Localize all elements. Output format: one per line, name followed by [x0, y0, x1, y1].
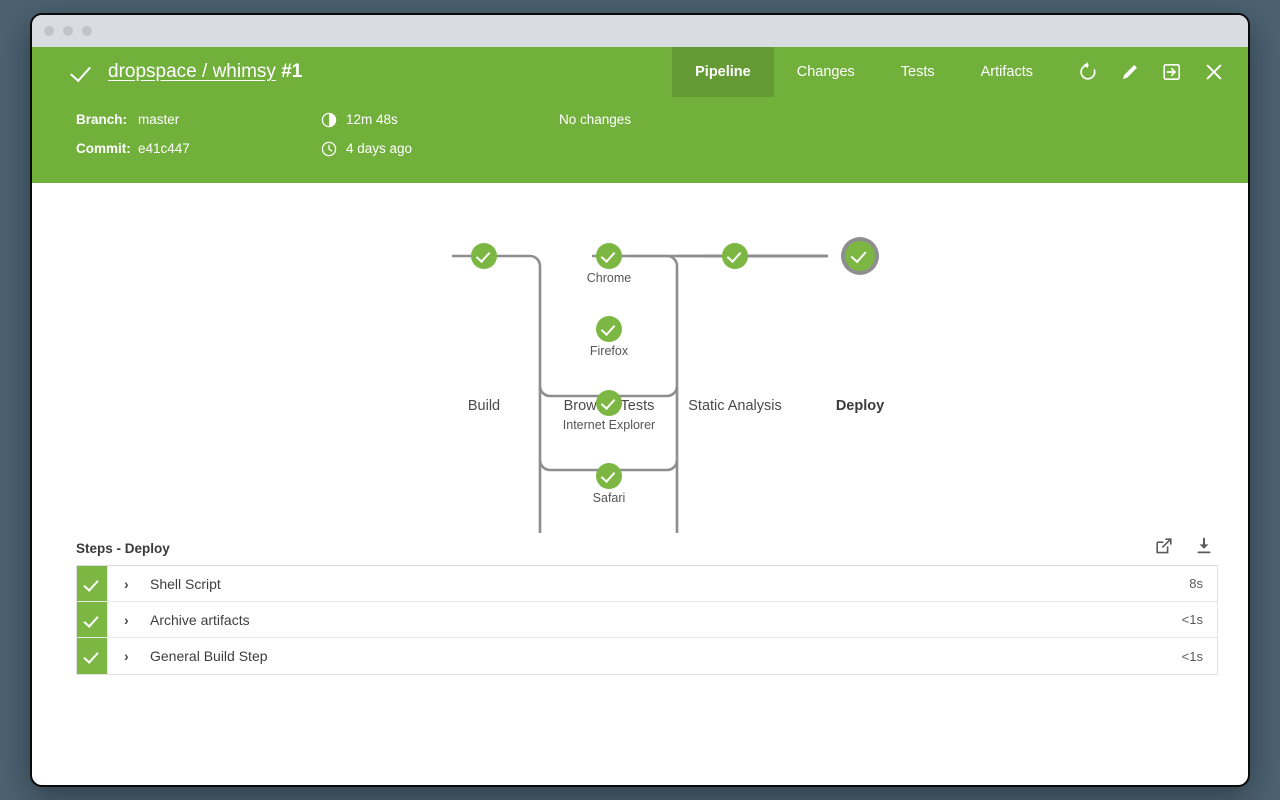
clock-icon: [321, 141, 337, 157]
branch-node-safari[interactable]: [596, 463, 622, 489]
commit-label: Commit:: [76, 141, 131, 156]
pipeline-connectors: [452, 254, 828, 533]
download-icon[interactable]: [1194, 536, 1214, 556]
table-row[interactable]: › General Build Step <1s: [77, 638, 1217, 674]
edit-icon[interactable]: [1118, 60, 1142, 84]
branch-label-safari[interactable]: Safari: [592, 491, 626, 505]
build-meta: Branch: master 12m 48s No changes Commit…: [32, 97, 1248, 183]
tab-artifacts[interactable]: Artifacts: [980, 64, 1033, 80]
window-minimize-dot[interactable]: [63, 26, 73, 36]
build-number: #1: [281, 61, 303, 82]
step-body[interactable]: › Shell Script 8s: [107, 566, 1217, 601]
table-row[interactable]: › Archive artifacts <1s: [77, 602, 1217, 638]
branch-label-chrome[interactable]: Chrome: [586, 271, 632, 285]
step-name: General Build Step: [150, 648, 268, 664]
step-body[interactable]: › Archive artifacts <1s: [107, 602, 1217, 637]
window-titlebar: [32, 15, 1248, 47]
step-status-check-icon: [77, 566, 107, 601]
page-title[interactable]: dropspace / whimsy #1: [108, 61, 302, 83]
step-duration: 8s: [1189, 576, 1203, 591]
step-body[interactable]: › General Build Step <1s: [107, 638, 1217, 674]
window-maximize-dot[interactable]: [82, 26, 92, 36]
changes-summary: No changes: [559, 112, 632, 127]
step-duration: <1s: [1181, 612, 1203, 627]
table-row[interactable]: › Shell Script 8s: [77, 566, 1217, 602]
branch-label-internet-explorer[interactable]: Internet Explorer: [562, 418, 656, 432]
build-duration: 12m 48s: [321, 112, 559, 128]
tab-tests[interactable]: Tests: [900, 64, 935, 80]
external-link-icon[interactable]: [1154, 536, 1174, 556]
steps-header: Steps - Deploy: [76, 536, 1218, 565]
window-close-dot[interactable]: [44, 26, 54, 36]
stage-label-build[interactable]: Build: [467, 398, 501, 414]
branch-value: master: [138, 112, 180, 127]
stage-node-browser-tests[interactable]: [596, 243, 622, 269]
branch-label: Branch:: [76, 112, 128, 127]
chevron-right-icon[interactable]: ›: [124, 611, 129, 628]
steps-list: › Shell Script 8s › Archive artifacts <1…: [76, 565, 1218, 675]
meta-row-branch: Branch: master 12m 48s No changes: [76, 105, 1248, 134]
step-duration: <1s: [1181, 648, 1203, 664]
rerun-icon[interactable]: [1076, 60, 1100, 84]
half-clock-icon: [321, 112, 337, 128]
branch-label-firefox[interactable]: Firefox: [589, 344, 629, 358]
branch-node-internet-explorer[interactable]: [596, 390, 622, 416]
login-icon[interactable]: [1160, 60, 1184, 84]
pipeline-graph: Build Browser Tests Static Analysis Depl…: [32, 183, 1248, 533]
chevron-right-icon[interactable]: ›: [124, 575, 129, 592]
steps-title: Steps - Deploy: [76, 541, 170, 556]
check-icon: [72, 61, 94, 83]
stage-label-deploy[interactable]: Deploy: [835, 398, 885, 414]
build-age: 4 days ago: [321, 141, 559, 157]
stage-label-static-analysis[interactable]: Static Analysis: [688, 398, 782, 414]
tab-changes[interactable]: Changes: [796, 64, 855, 80]
build-title: dropspace / whimsy #1: [32, 47, 672, 97]
commit-value[interactable]: e41c447: [138, 141, 190, 156]
step-name: Shell Script: [150, 575, 221, 592]
close-icon[interactable]: [1202, 60, 1226, 84]
stage-node-deploy[interactable]: [845, 241, 875, 271]
app-header: dropspace / whimsy #1 Pipeline Changes T…: [32, 47, 1248, 97]
age-text: 4 days ago: [346, 141, 413, 156]
repo-link[interactable]: dropspace / whimsy: [108, 61, 276, 82]
step-status-check-icon: [77, 602, 107, 637]
tab-pipeline[interactable]: Pipeline: [672, 47, 774, 97]
stage-node-static-analysis[interactable]: [722, 243, 748, 269]
duration-text: 12m 48s: [346, 112, 398, 127]
app-window: dropspace / whimsy #1 Pipeline Changes T…: [30, 13, 1250, 787]
chevron-right-icon[interactable]: ›: [124, 648, 129, 664]
step-status-check-icon: [77, 638, 107, 674]
nav-tabs: Pipeline Changes Tests Artifacts: [672, 47, 1056, 97]
meta-row-commit: Commit: e41c447 4 days ago: [76, 134, 1248, 163]
steps-section: Steps - Deploy: [76, 536, 1218, 675]
steps-actions: [1154, 536, 1218, 556]
stage-node-build[interactable]: [471, 243, 497, 269]
branch-node-firefox[interactable]: [596, 316, 622, 342]
header-actions: [1056, 47, 1248, 97]
step-name: Archive artifacts: [150, 611, 250, 628]
